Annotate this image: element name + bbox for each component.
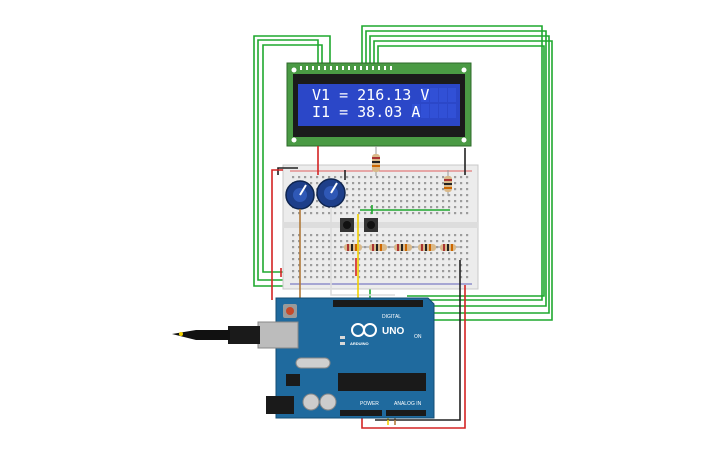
on-label: ON bbox=[414, 334, 422, 340]
resistor-5 bbox=[440, 244, 456, 251]
resistor-row bbox=[340, 244, 460, 251]
pushbutton-icon bbox=[340, 218, 378, 232]
lcd-line-2: I1 = 38.03 A bbox=[312, 103, 420, 121]
resistor-right bbox=[444, 170, 452, 196]
analog-label: ANALOG IN bbox=[394, 401, 422, 407]
resistor-2 bbox=[369, 244, 387, 251]
lcd-cell-grid bbox=[412, 88, 456, 118]
resistor-4 bbox=[418, 244, 436, 251]
digital-label: DIGITAL bbox=[382, 314, 401, 320]
lcd-line-1: V1 = 216.13 V bbox=[312, 86, 429, 104]
lcd-data-wires bbox=[253, 25, 553, 321]
arduino-header-wires bbox=[387, 420, 396, 425]
usb-cable-icon bbox=[172, 326, 260, 344]
infinity-logo-icon bbox=[351, 323, 377, 337]
dc-jack-icon bbox=[266, 396, 294, 414]
potentiometer-icon bbox=[285, 178, 346, 210]
power-label: POWER bbox=[360, 401, 379, 407]
resistor-1 bbox=[344, 244, 362, 251]
crystal-icon bbox=[295, 357, 331, 369]
resistor-top bbox=[372, 146, 380, 176]
lcd-header-pins bbox=[300, 66, 392, 70]
resistor-3 bbox=[394, 244, 412, 251]
capacitor-icon bbox=[302, 393, 320, 411]
arduino-brand-label: ARDUINO bbox=[350, 341, 369, 346]
arduino-model-label: UNO bbox=[382, 326, 404, 337]
arduino-board: UNO ARDUINO DIGITAL POWER ANALOG IN ON bbox=[257, 297, 435, 419]
ic-chip-icon bbox=[338, 373, 426, 391]
lcd-module: V1 = 216.13 V I1 = 38.03 A bbox=[286, 62, 472, 147]
